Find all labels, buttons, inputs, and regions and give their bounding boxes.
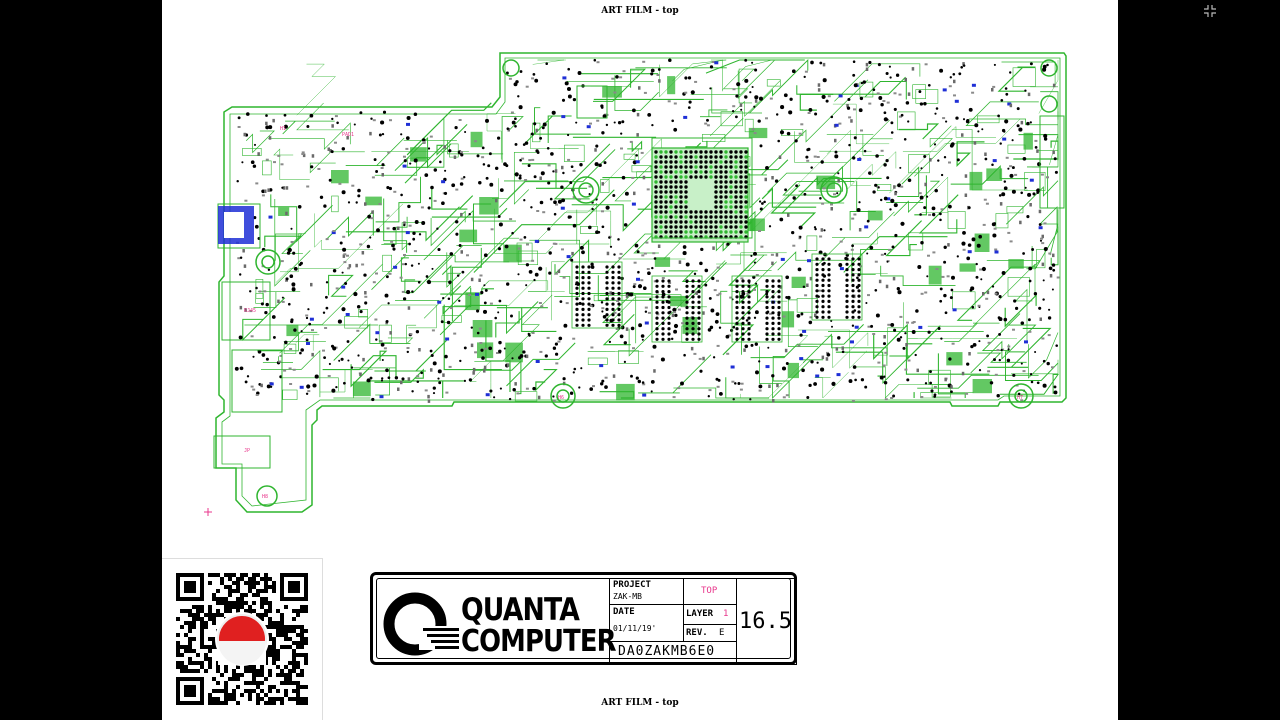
- svg-text:H7: H7: [1017, 395, 1023, 401]
- side-label: TOP: [701, 586, 718, 596]
- silkscreen-labels: PAD1 H1 RJ45 JP H8 H6 H7: [244, 126, 1023, 500]
- rev-value: E: [719, 628, 725, 638]
- qr-code-image: [176, 573, 308, 705]
- exit-fullscreen-icon: [1204, 5, 1216, 17]
- cpu-bga: [651, 147, 749, 243]
- svg-text:JP: JP: [244, 448, 250, 454]
- svg-text:RJ45: RJ45: [244, 308, 256, 314]
- part-number: DA0ZAKMB6E0: [618, 644, 716, 659]
- mounting-holes: [255, 59, 1058, 507]
- svg-text:H8: H8: [262, 494, 268, 500]
- rev-label: REV.: [686, 628, 708, 638]
- quanta-logo: [383, 592, 461, 656]
- exit-fullscreen-button[interactable]: [1203, 3, 1217, 17]
- layer-value: 1: [723, 609, 729, 619]
- page-title-bottom: ART FILM - top: [601, 698, 679, 708]
- pcb-traces: [242, 59, 1059, 402]
- svg-text:H6: H6: [558, 395, 564, 401]
- svg-text:H1: H1: [280, 126, 286, 132]
- fiducial-mark: [204, 508, 212, 516]
- page-title-top: ART FILM - top: [601, 6, 679, 16]
- project-value: ZAK-MB: [613, 592, 642, 601]
- project-label: PROJECT: [613, 580, 651, 590]
- memory-chips: [571, 253, 863, 343]
- date-label: DATE: [613, 607, 635, 617]
- company-name-line2: COMPUTER: [461, 624, 616, 659]
- pcb-pads: [234, 58, 1060, 403]
- svg-text:PAD1: PAD1: [342, 132, 354, 138]
- company-name-line1: QUANTA: [461, 592, 580, 628]
- title-block: QUANTA COMPUTER PROJECT ZAK-MB TOP DATE …: [370, 572, 797, 665]
- pcb-board-artwork: PAD1 H1 RJ45 JP H8 H6 H7: [204, 52, 1067, 516]
- board-thickness: 16.5: [739, 609, 792, 634]
- date-value: 01/11/19': [613, 624, 657, 633]
- layer-label: LAYER: [686, 609, 714, 619]
- board-outline: [215, 52, 1067, 513]
- schematic-page: ART FILM - top: [162, 0, 1118, 720]
- qr-code-panel: [162, 558, 323, 720]
